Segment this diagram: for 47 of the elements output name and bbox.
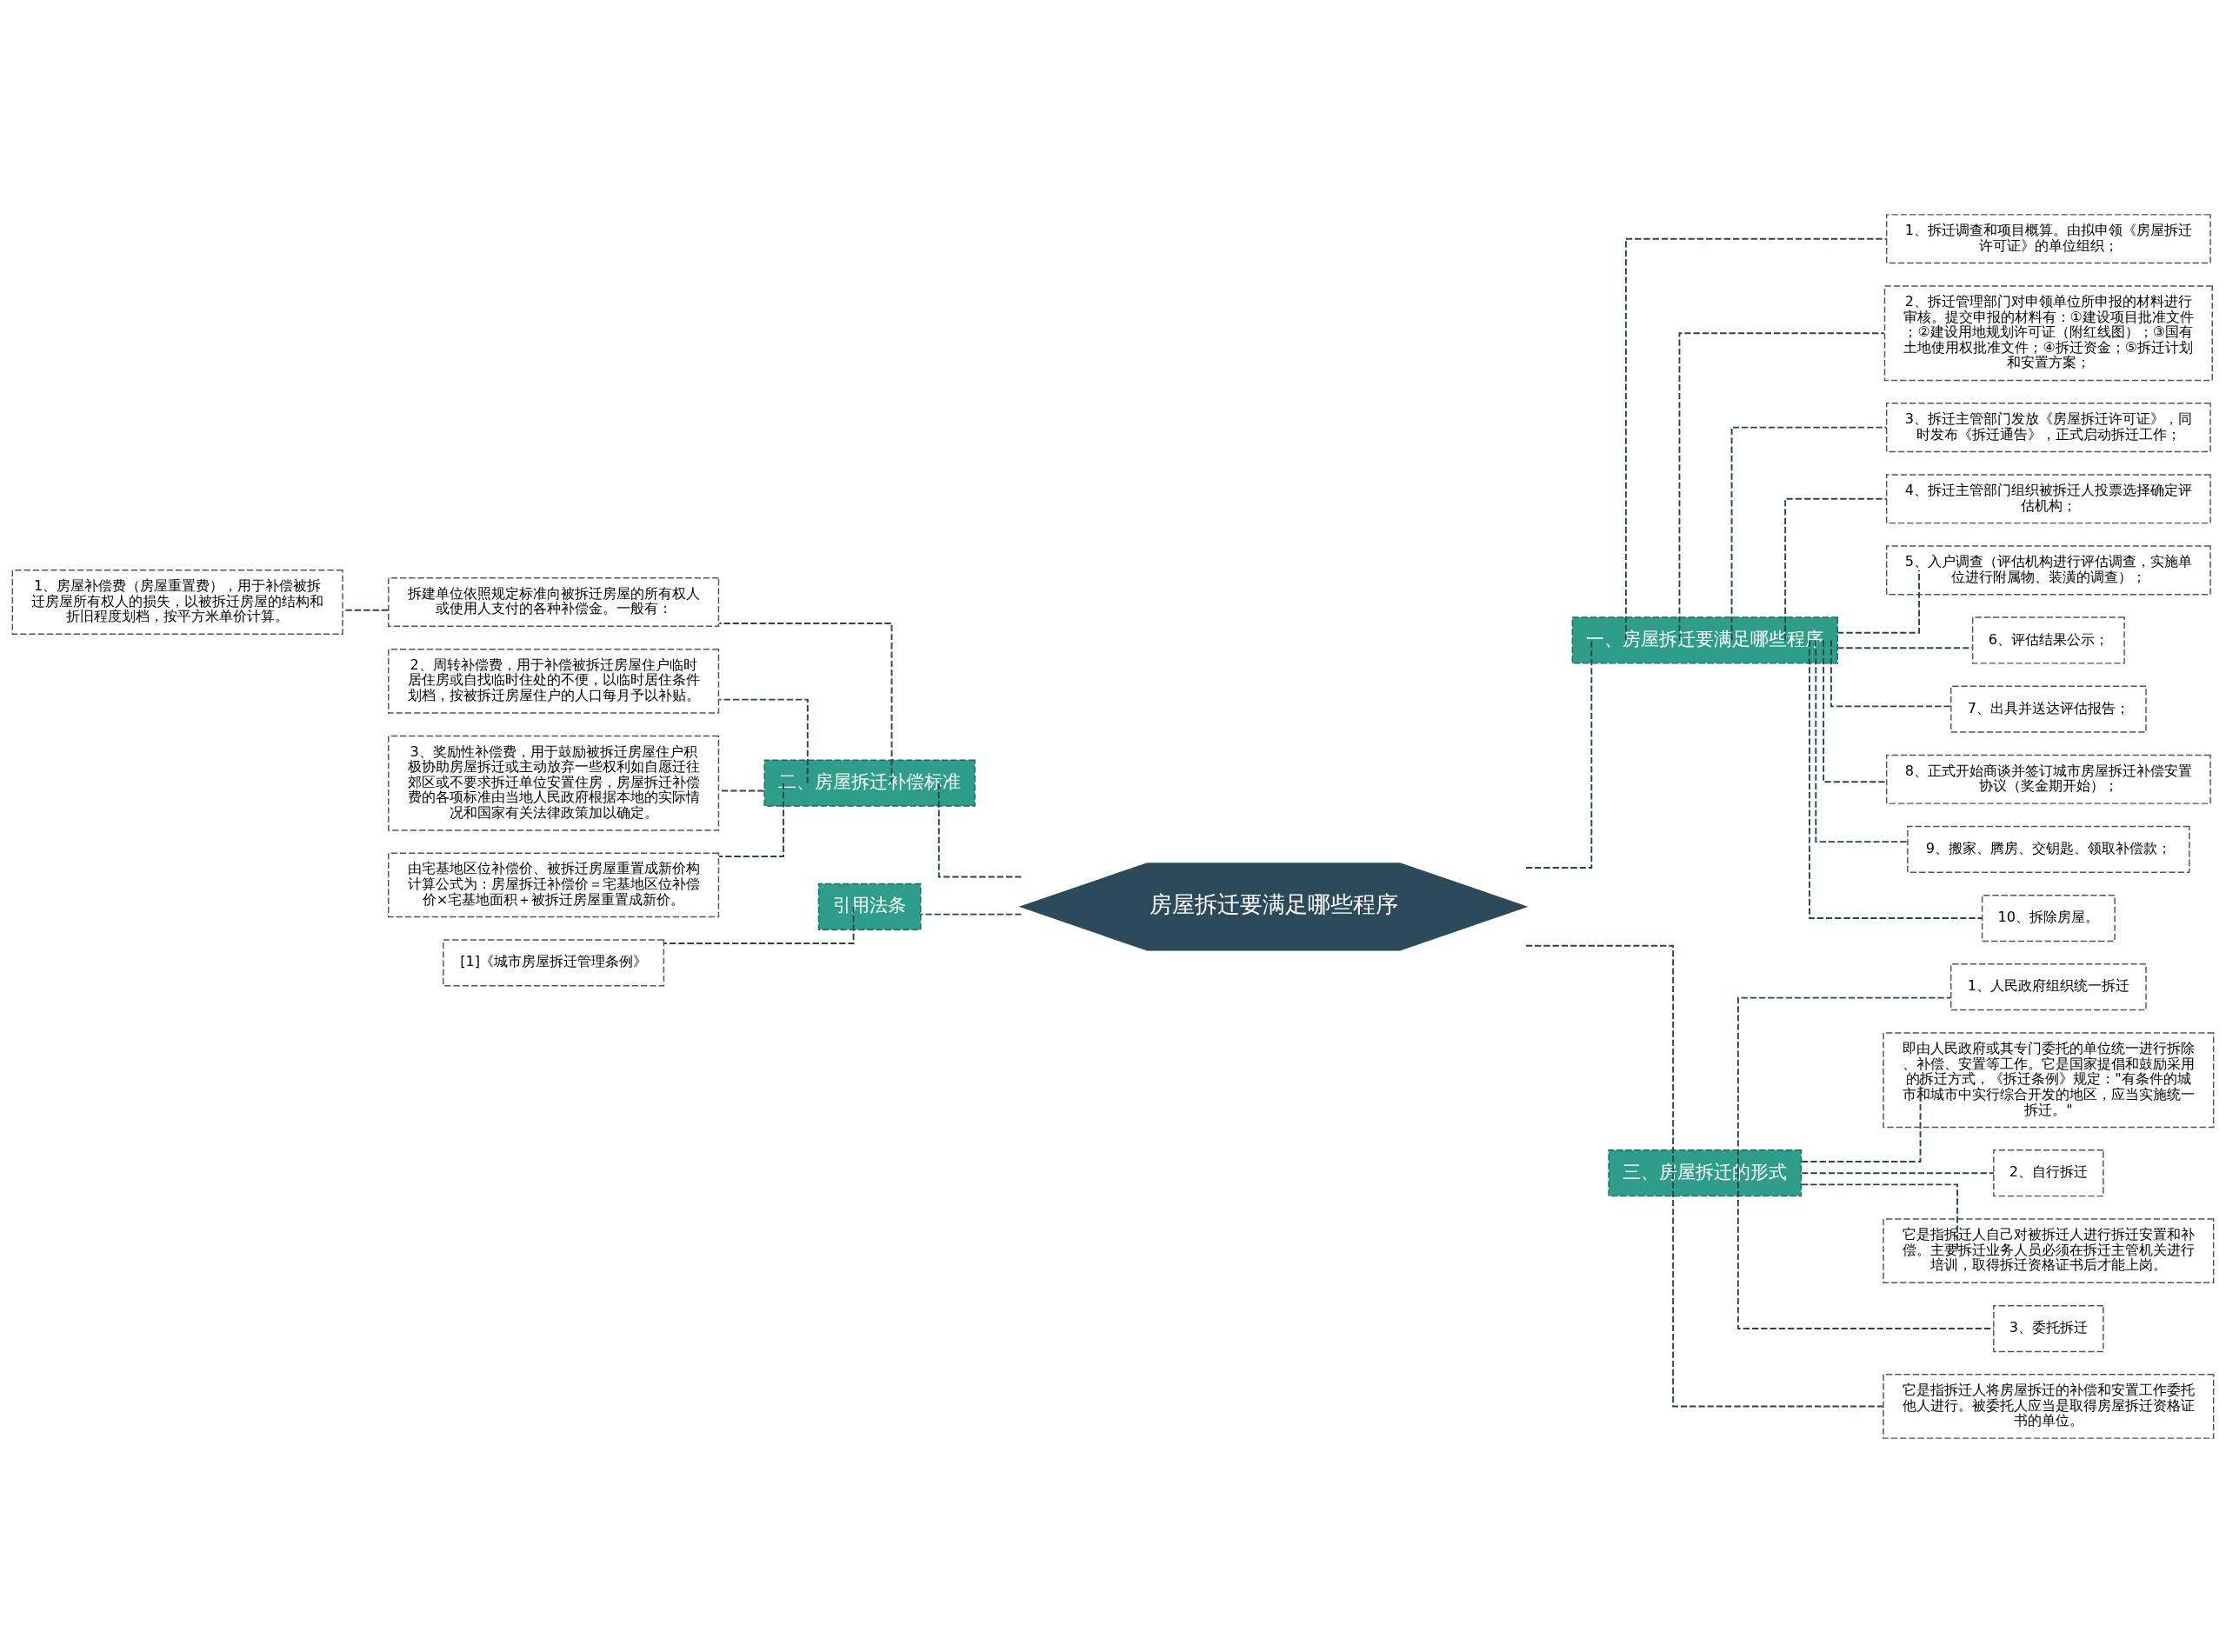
connector <box>718 698 809 784</box>
node-box: 它是指拆迁人自己对被拆迁人进行拆迁安置和补偿。主要拆迁业务人员必须在拆迁主管机关进行培训，取得拆迁资格证书后才能上岗。 <box>1883 1217 2215 1283</box>
connector <box>718 622 893 784</box>
node-box: 引用法条 <box>817 883 922 930</box>
connector <box>1801 1182 1958 1252</box>
node-box: 4、拆迁主管部门组织被拆迁人投票选择确定评估机构； <box>1885 473 2211 523</box>
connector <box>1672 1171 1884 1407</box>
connector <box>1829 639 1951 707</box>
node-box: 3、委托拆迁 <box>1993 1304 2104 1352</box>
node-box: 它是指拆迁人将房屋拆迁的补偿和安置工作委托他人进行。被委托人应当是取得房屋拆迁资格证书的单位。 <box>1883 1373 2215 1439</box>
node-box: 2、周转补偿费，用于补偿被拆迁房屋住户临时居住房或自找临时住处的不便，以临时居住条件划档，按被拆迁房屋住户的人口每月予以补贴。 <box>388 648 720 714</box>
node-box: 7、出具并送达评估报告； <box>1949 685 2147 733</box>
node-box: 拆建单位依照规定标准向被拆迁房屋的所有权人或使用人支付的各种补偿金。一般有： <box>388 576 720 627</box>
connector <box>1809 639 1983 919</box>
node-box: 二、房屋拆迁补偿标准 <box>763 759 976 807</box>
connector <box>663 905 855 944</box>
connector <box>937 782 1023 877</box>
node-box: 3、奖励性补偿费，用于鼓励被拆迁房屋住户积极协助房屋拆迁或主动放弃一些权利如自愿迁往郊区或不要求拆迁单位安置住房，房屋拆迁补偿费的各项标准由当地人民政府根据本地的实际情况和国家有关法律政策加以确定。 <box>388 735 720 831</box>
connector <box>1815 639 1909 843</box>
connector <box>1525 944 1675 1174</box>
connector <box>1525 639 1593 869</box>
node-box: 9、搬家、腾房、交钥匙、领取补偿款； <box>1907 825 2190 873</box>
connector <box>1784 497 1888 641</box>
node-box: [1]《城市房屋拆迁管理条例》 <box>443 938 665 986</box>
node-box: 1、人民政府组织统一拆迁 <box>1949 963 2147 1010</box>
connector <box>1836 569 1920 634</box>
connector <box>1678 331 1885 641</box>
connector <box>1801 1078 1922 1162</box>
node-box: 2、自行拆迁 <box>1993 1149 2104 1196</box>
node-box: 6、评估结果公示； <box>1971 616 2125 664</box>
node-box: 8、正式开始商谈并签订城市房屋拆迁补偿安置协议（奖金期开始）； <box>1885 754 2211 804</box>
node-box: 1、拆迁调查和项目概算。由拟申领《房屋拆迁许可证》的单位组织； <box>1885 213 2211 263</box>
connector <box>919 913 1023 916</box>
connector <box>1801 1171 1995 1174</box>
node-box: 3、拆迁主管部门发放《房屋拆迁许可证》，同时发布《拆迁通告》，正式启动拆迁工作； <box>1885 402 2211 452</box>
node-box: 2、拆迁管理部门对申领单位所申报的材料进行审核。提交申报的材料有：①建设项目批准文件；②建设用地规划许可证（附红线图）；③国有土地使用权批准文件；④拆迁资金；⑤拆迁计划和安置方案； <box>1883 284 2213 381</box>
node-box: 5、入户调查（评估机构进行评估调查，实施单位进行附属物、装潢的调查）； <box>1885 544 2211 595</box>
connector <box>1836 646 1973 649</box>
connector <box>1624 237 1888 641</box>
node-box: 1、房屋补偿费（房屋重置费），用于补偿被拆迁房屋所有权人的损失，以被拆迁房屋的结构和折旧程度划档，按平方米单价计算。 <box>11 569 343 635</box>
connector <box>1736 1171 1995 1329</box>
connector <box>1736 996 1951 1174</box>
connector <box>718 782 784 857</box>
node-box: 由宅基地区位补偿价、被拆迁房屋重置成新价构计算公式为：房屋拆迁补偿价＝宅基地区位补偿价×宅基地面积＋被拆迁房屋重置成新价。 <box>388 852 720 917</box>
connector <box>1823 639 1888 783</box>
connector <box>1730 426 1888 641</box>
node-box: 10、拆除房屋。 <box>1981 894 2116 942</box>
